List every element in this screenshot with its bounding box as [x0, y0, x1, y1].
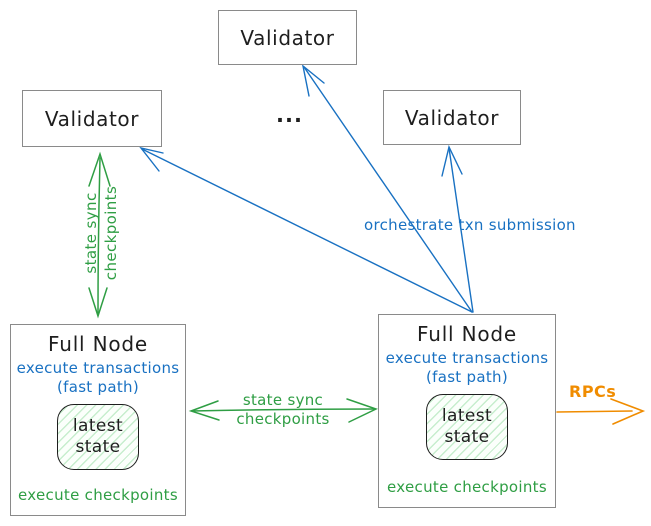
validator-box-top: Validator — [218, 10, 357, 65]
arrowhead-left-validator — [139, 146, 164, 172]
latest-state-box: latest state — [57, 404, 139, 470]
validator-label: Validator — [44, 106, 140, 131]
arrowhead-right-validator — [441, 144, 463, 177]
full-node-box-left: Full Node execute transactions (fast pat… — [10, 324, 186, 516]
rpcs-label: RPCs — [569, 382, 617, 401]
validator-box-right: Validator — [383, 90, 521, 145]
arrowhead-top-validator — [301, 64, 325, 97]
validators-ellipsis: ... — [276, 103, 303, 127]
full-node-title: Full Node — [48, 332, 148, 356]
execute-checkpoints-label: execute checkpoints — [18, 486, 178, 504]
arrowhead-rpcs — [610, 398, 646, 425]
arrowhead-horizontal-right — [346, 398, 378, 423]
orchestrate-txn-submission-label: orchestrate txn submission — [364, 216, 576, 234]
execute-transactions-label: execute transactions (fast path) — [385, 349, 549, 386]
arrow-rpcs — [556, 410, 633, 413]
validator-box-left: Validator — [22, 90, 162, 147]
rpc-arrow — [556, 398, 646, 425]
execute-checkpoints-label: execute checkpoints — [387, 478, 547, 496]
validator-label: Validator — [404, 105, 500, 130]
latest-state-box: latest state — [426, 394, 508, 460]
state-sync-checkpoints-horizontal-label: state sync checkpoints — [236, 391, 330, 428]
arrowhead-horizontal-left — [188, 400, 220, 421]
state-sync-checkpoints-vertical-label: state sync checkpoints — [82, 185, 120, 281]
full-node-title: Full Node — [417, 322, 517, 346]
validator-label: Validator — [240, 25, 335, 50]
full-node-box-right: Full Node execute transactions (fast pat… — [378, 314, 556, 508]
arrowhead-vertical-bottom — [88, 287, 108, 319]
execute-transactions-label: execute transactions (fast path) — [16, 359, 180, 396]
